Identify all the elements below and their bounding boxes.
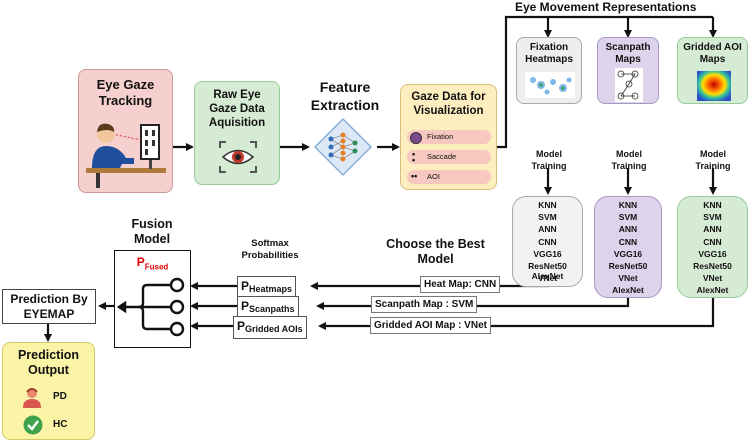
scanpath-maps-box: Scanpath Maps	[597, 37, 659, 104]
model-item: VGG16	[613, 248, 643, 259]
gaze-item-label: AOI	[427, 172, 440, 181]
scanpath-thumbnail	[615, 68, 643, 102]
gaze-item-aoi: •• AOI	[407, 170, 491, 184]
prob-symbol: P	[241, 279, 250, 293]
model-item: VNet	[618, 273, 638, 284]
eye-movement-header: Eye Movement Representations	[515, 0, 697, 14]
model-item: VGG16	[698, 248, 727, 259]
models-list-heatmaps: KNN SVM ANN CNN VGG16 ResNet50 VNet	[512, 196, 583, 287]
model-item: KNN	[703, 200, 722, 210]
prob-subscript: Heatmaps	[249, 284, 293, 294]
gaze-item-label: Saccade	[427, 152, 457, 161]
models-list-scanpaths: KNN SVM ANN CNN VGG16 ResNet50 VNet Alex…	[594, 196, 662, 298]
checkmark-hc-icon	[23, 415, 43, 435]
prediction-output-box: Prediction Output PD HC	[2, 342, 95, 440]
prediction-eyemap-box: Prediction By EYEMAP	[2, 289, 96, 324]
model-item: CNN	[618, 236, 638, 247]
prob-subscript: Scanpaths	[249, 304, 295, 314]
fixation-heatmaps-box: Fixation Heatmaps	[516, 37, 582, 104]
saccade-icon: ••	[412, 149, 416, 165]
gaze-item-saccade: •• Saccade	[407, 149, 491, 165]
gridded-aoi-maps-title: Gridded AOI Maps	[683, 42, 742, 65]
model-item: VGG16	[533, 248, 562, 259]
models-list-gridded-aoi: KNN SVM ANN CNN VGG16 ResNet50 VNet Alex…	[677, 196, 748, 298]
prob-symbol: P	[241, 299, 250, 313]
best-choice-scanpath: Scanpath Map : SVM	[371, 296, 478, 313]
output-class-pd: PD	[53, 391, 67, 402]
softmax-label: Softmax Probabilities	[241, 238, 299, 261]
acquisition-title: Raw Eye Gaze Data Aquisition	[208, 89, 266, 129]
eye-scan-icon	[219, 141, 257, 173]
model-item: SVM	[538, 212, 557, 223]
gridded-aoi-heatmap-thumbnail	[697, 71, 731, 101]
model-item: AlexNet	[612, 285, 644, 296]
eye-gaze-tracking-box: Eye Gaze Tracking	[78, 69, 173, 193]
prob-scanpaths: PScanpaths	[237, 296, 299, 319]
fixation-heatmap-thumbnail	[525, 72, 575, 98]
model-item: VNet	[702, 273, 723, 284]
model-item: ANN	[538, 224, 557, 235]
aoi-icon: ••	[411, 171, 418, 181]
prob-gridded-aois: PGridded AOIs	[233, 316, 307, 339]
gaze-item-label: Fixation	[427, 132, 454, 141]
model-item: CNN	[703, 236, 722, 247]
model-item: ANN	[703, 224, 722, 235]
model-training-label-2: Model Training	[611, 149, 647, 171]
model-item: KNN	[538, 200, 557, 210]
best-choice-gridded-aoi: Gridded AOI Map : VNet	[370, 317, 491, 334]
prob-symbol: P	[237, 319, 246, 333]
fused-probability: PFused	[115, 255, 190, 271]
neural-network-icon	[313, 117, 373, 177]
best-choice-heatmap: Heat Map: CNN	[420, 276, 501, 293]
model-item: KNN	[618, 200, 638, 210]
model-item: SVM	[703, 212, 722, 223]
prediction-output-title: Prediction Output	[17, 348, 80, 377]
fused-subscript: Fused	[144, 262, 169, 272]
gaze-visualization-box: Gaze Data for Visualization Fixation •• …	[400, 84, 497, 190]
fusion-icon	[117, 277, 185, 337]
model-training-label-1: Model Training	[531, 149, 567, 171]
fusion-model-title: Fusion Model	[131, 217, 173, 246]
model-training-label-3: Model Training	[695, 149, 731, 171]
model-item: VNet	[537, 273, 558, 284]
prob-subscript: Gridded AOIs	[245, 324, 303, 334]
model-item: ResNet50	[608, 261, 648, 272]
output-class-hc: HC	[53, 419, 68, 430]
prob-heatmaps: PHeatmaps	[237, 276, 297, 299]
scanpath-maps-title: Scanpath Maps	[605, 42, 651, 65]
model-item: SVM	[618, 212, 638, 223]
model-item: ResNet50	[693, 261, 732, 272]
model-item-alexnet-heatmaps: AlexNet	[531, 271, 564, 281]
tracking-title: Eye Gaze Tracking	[96, 77, 155, 108]
model-item: ResNet50	[528, 261, 567, 272]
visualization-title: Gaze Data for Visualization	[411, 91, 486, 117]
fixation-icon	[410, 132, 422, 144]
gaze-item-fixation: Fixation	[407, 130, 491, 144]
raw-data-acquisition-box: Raw Eye Gaze Data Aquisition	[194, 81, 280, 185]
person-at-computer-icon	[86, 123, 166, 188]
model-item: AlexNet	[696, 285, 729, 296]
gridded-aoi-maps-box: Gridded AOI Maps	[677, 37, 748, 104]
model-item: ANN	[618, 224, 638, 235]
feature-extraction-label: Feature Extraction	[310, 79, 380, 113]
fusion-model-box: PFused	[114, 250, 191, 348]
fixation-heatmaps-title: Fixation Heatmaps	[525, 42, 573, 65]
model-item: CNN	[538, 236, 557, 247]
fused-p: P	[136, 255, 145, 269]
choose-best-model-title: Choose the Best Model	[386, 237, 485, 266]
patient-pd-icon	[23, 388, 41, 408]
